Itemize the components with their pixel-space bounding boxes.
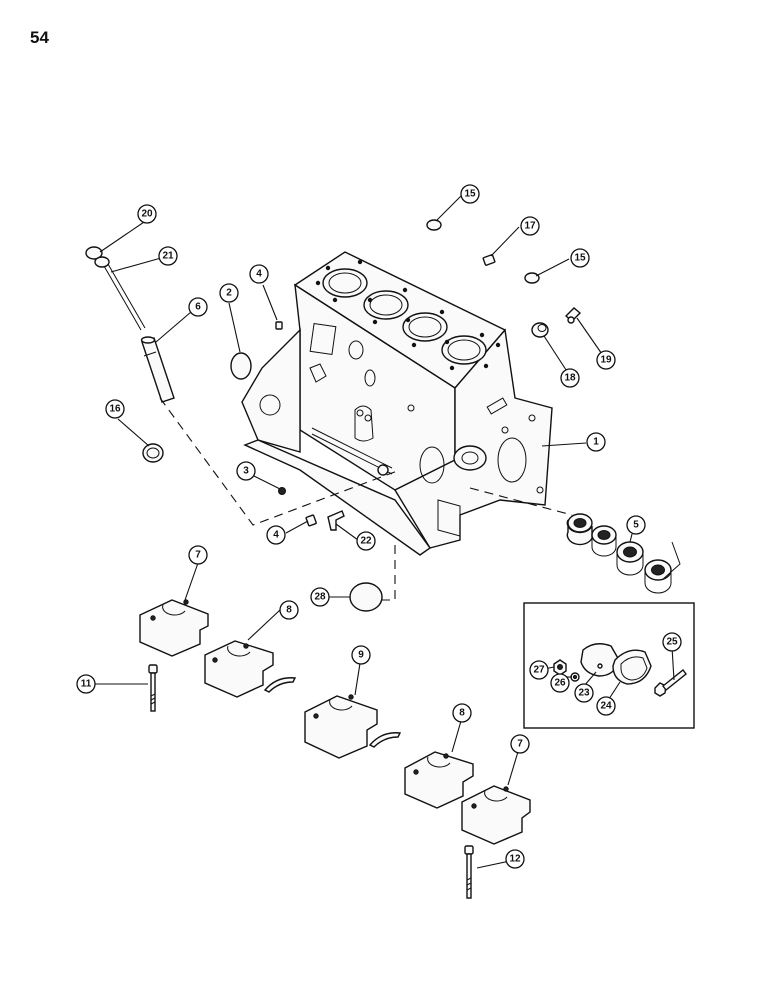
main-bearing-cap-intermediate-2 bbox=[404, 751, 474, 809]
callout-2: 2 bbox=[219, 283, 239, 303]
callout-4-lower: 4 bbox=[266, 525, 286, 545]
nut bbox=[553, 659, 567, 676]
callout-20: 20 bbox=[137, 204, 157, 224]
lock-washer bbox=[570, 672, 580, 682]
plug-17 bbox=[482, 254, 496, 266]
callout-12: 12 bbox=[505, 849, 525, 869]
callout-4-upper: 4 bbox=[249, 264, 269, 284]
gasket bbox=[612, 649, 652, 685]
camshaft-bushings bbox=[566, 513, 681, 594]
svg-text:27: 27 bbox=[533, 665, 545, 676]
svg-text:3: 3 bbox=[243, 466, 249, 477]
svg-text:15: 15 bbox=[464, 189, 476, 200]
callout-16: 16 bbox=[105, 399, 125, 419]
svg-text:4: 4 bbox=[256, 269, 262, 280]
svg-text:25: 25 bbox=[666, 637, 678, 648]
svg-text:17: 17 bbox=[524, 221, 536, 232]
callout-6: 6 bbox=[188, 297, 208, 317]
svg-text:20: 20 bbox=[141, 209, 153, 220]
main-bearing-cap-center bbox=[304, 694, 378, 759]
thrust-washer-1 bbox=[263, 677, 297, 693]
callout-21: 21 bbox=[158, 246, 178, 266]
svg-text:21: 21 bbox=[162, 251, 174, 262]
dipstick-tube bbox=[140, 336, 175, 403]
svg-text:4: 4 bbox=[273, 530, 279, 541]
expansion-plug bbox=[230, 352, 252, 380]
svg-text:2: 2 bbox=[226, 288, 232, 299]
cylinder-block bbox=[241, 251, 553, 556]
main-bearing-bolt-lower bbox=[464, 845, 474, 899]
callout-24: 24 bbox=[596, 696, 616, 716]
svg-text:8: 8 bbox=[286, 605, 292, 616]
svg-text:23: 23 bbox=[578, 688, 590, 699]
piston-cooling-jet bbox=[327, 510, 345, 531]
svg-text:18: 18 bbox=[564, 373, 576, 384]
inset-cover-plate-kit bbox=[523, 602, 695, 729]
plug-small bbox=[278, 487, 286, 495]
callout-15-lower: 15 bbox=[570, 248, 590, 268]
svg-text:6: 6 bbox=[195, 302, 201, 313]
page-number: 54 bbox=[30, 28, 49, 47]
svg-text:16: 16 bbox=[109, 404, 121, 415]
svg-text:5: 5 bbox=[633, 520, 639, 531]
callout-15-upper: 15 bbox=[460, 184, 480, 204]
plug-small-lower bbox=[305, 514, 317, 527]
thrust-washer-2 bbox=[368, 732, 402, 748]
main-bearing-bolt bbox=[148, 664, 158, 712]
callout-8-lower: 8 bbox=[452, 703, 472, 723]
fitting-18 bbox=[531, 322, 549, 338]
callout-23: 23 bbox=[574, 683, 594, 703]
callout-22: 22 bbox=[356, 531, 376, 551]
svg-text:8: 8 bbox=[459, 708, 465, 719]
svg-text:22: 22 bbox=[360, 536, 372, 547]
svg-text:11: 11 bbox=[81, 679, 92, 690]
plug-small-upper bbox=[275, 321, 283, 330]
svg-text:9: 9 bbox=[358, 650, 364, 661]
plug-lower-15 bbox=[524, 272, 540, 284]
fitting-19 bbox=[564, 307, 582, 324]
callout-11: 11 bbox=[76, 674, 96, 694]
callout-7-front: 7 bbox=[188, 545, 208, 565]
callout-1: 1 bbox=[586, 432, 606, 452]
svg-text:15: 15 bbox=[574, 253, 586, 264]
callout-27: 27 bbox=[529, 660, 549, 680]
main-bearing-cap-intermediate-1 bbox=[204, 640, 274, 698]
seal-cup bbox=[142, 443, 164, 463]
main-bearing-cap-front bbox=[139, 599, 209, 657]
plug-upper-15 bbox=[426, 219, 442, 231]
callout-18: 18 bbox=[560, 368, 580, 388]
svg-text:26: 26 bbox=[554, 678, 566, 689]
svg-text:19: 19 bbox=[600, 355, 612, 366]
callout-19: 19 bbox=[596, 350, 616, 370]
callout-25: 25 bbox=[662, 632, 682, 652]
svg-text:7: 7 bbox=[195, 550, 201, 561]
callout-17: 17 bbox=[520, 216, 540, 236]
svg-text:12: 12 bbox=[509, 854, 521, 865]
callout-26: 26 bbox=[550, 673, 570, 693]
cap-screw bbox=[654, 669, 687, 697]
callout-8-upper: 8 bbox=[279, 600, 299, 620]
cover-plate bbox=[349, 582, 383, 612]
callout-5: 5 bbox=[626, 515, 646, 535]
svg-text:1: 1 bbox=[593, 437, 599, 448]
svg-text:28: 28 bbox=[314, 592, 326, 603]
svg-text:24: 24 bbox=[600, 701, 612, 712]
callout-9: 9 bbox=[351, 645, 371, 665]
svg-text:7: 7 bbox=[517, 739, 523, 750]
assembly-lines bbox=[159, 397, 573, 601]
main-bearing-cap-rear bbox=[461, 785, 531, 845]
callout-28: 28 bbox=[310, 587, 330, 607]
callout-3: 3 bbox=[236, 461, 256, 481]
dipstick-assembly bbox=[85, 246, 146, 331]
cover-plate-oval bbox=[580, 643, 620, 677]
callout-7-rear: 7 bbox=[510, 734, 530, 754]
